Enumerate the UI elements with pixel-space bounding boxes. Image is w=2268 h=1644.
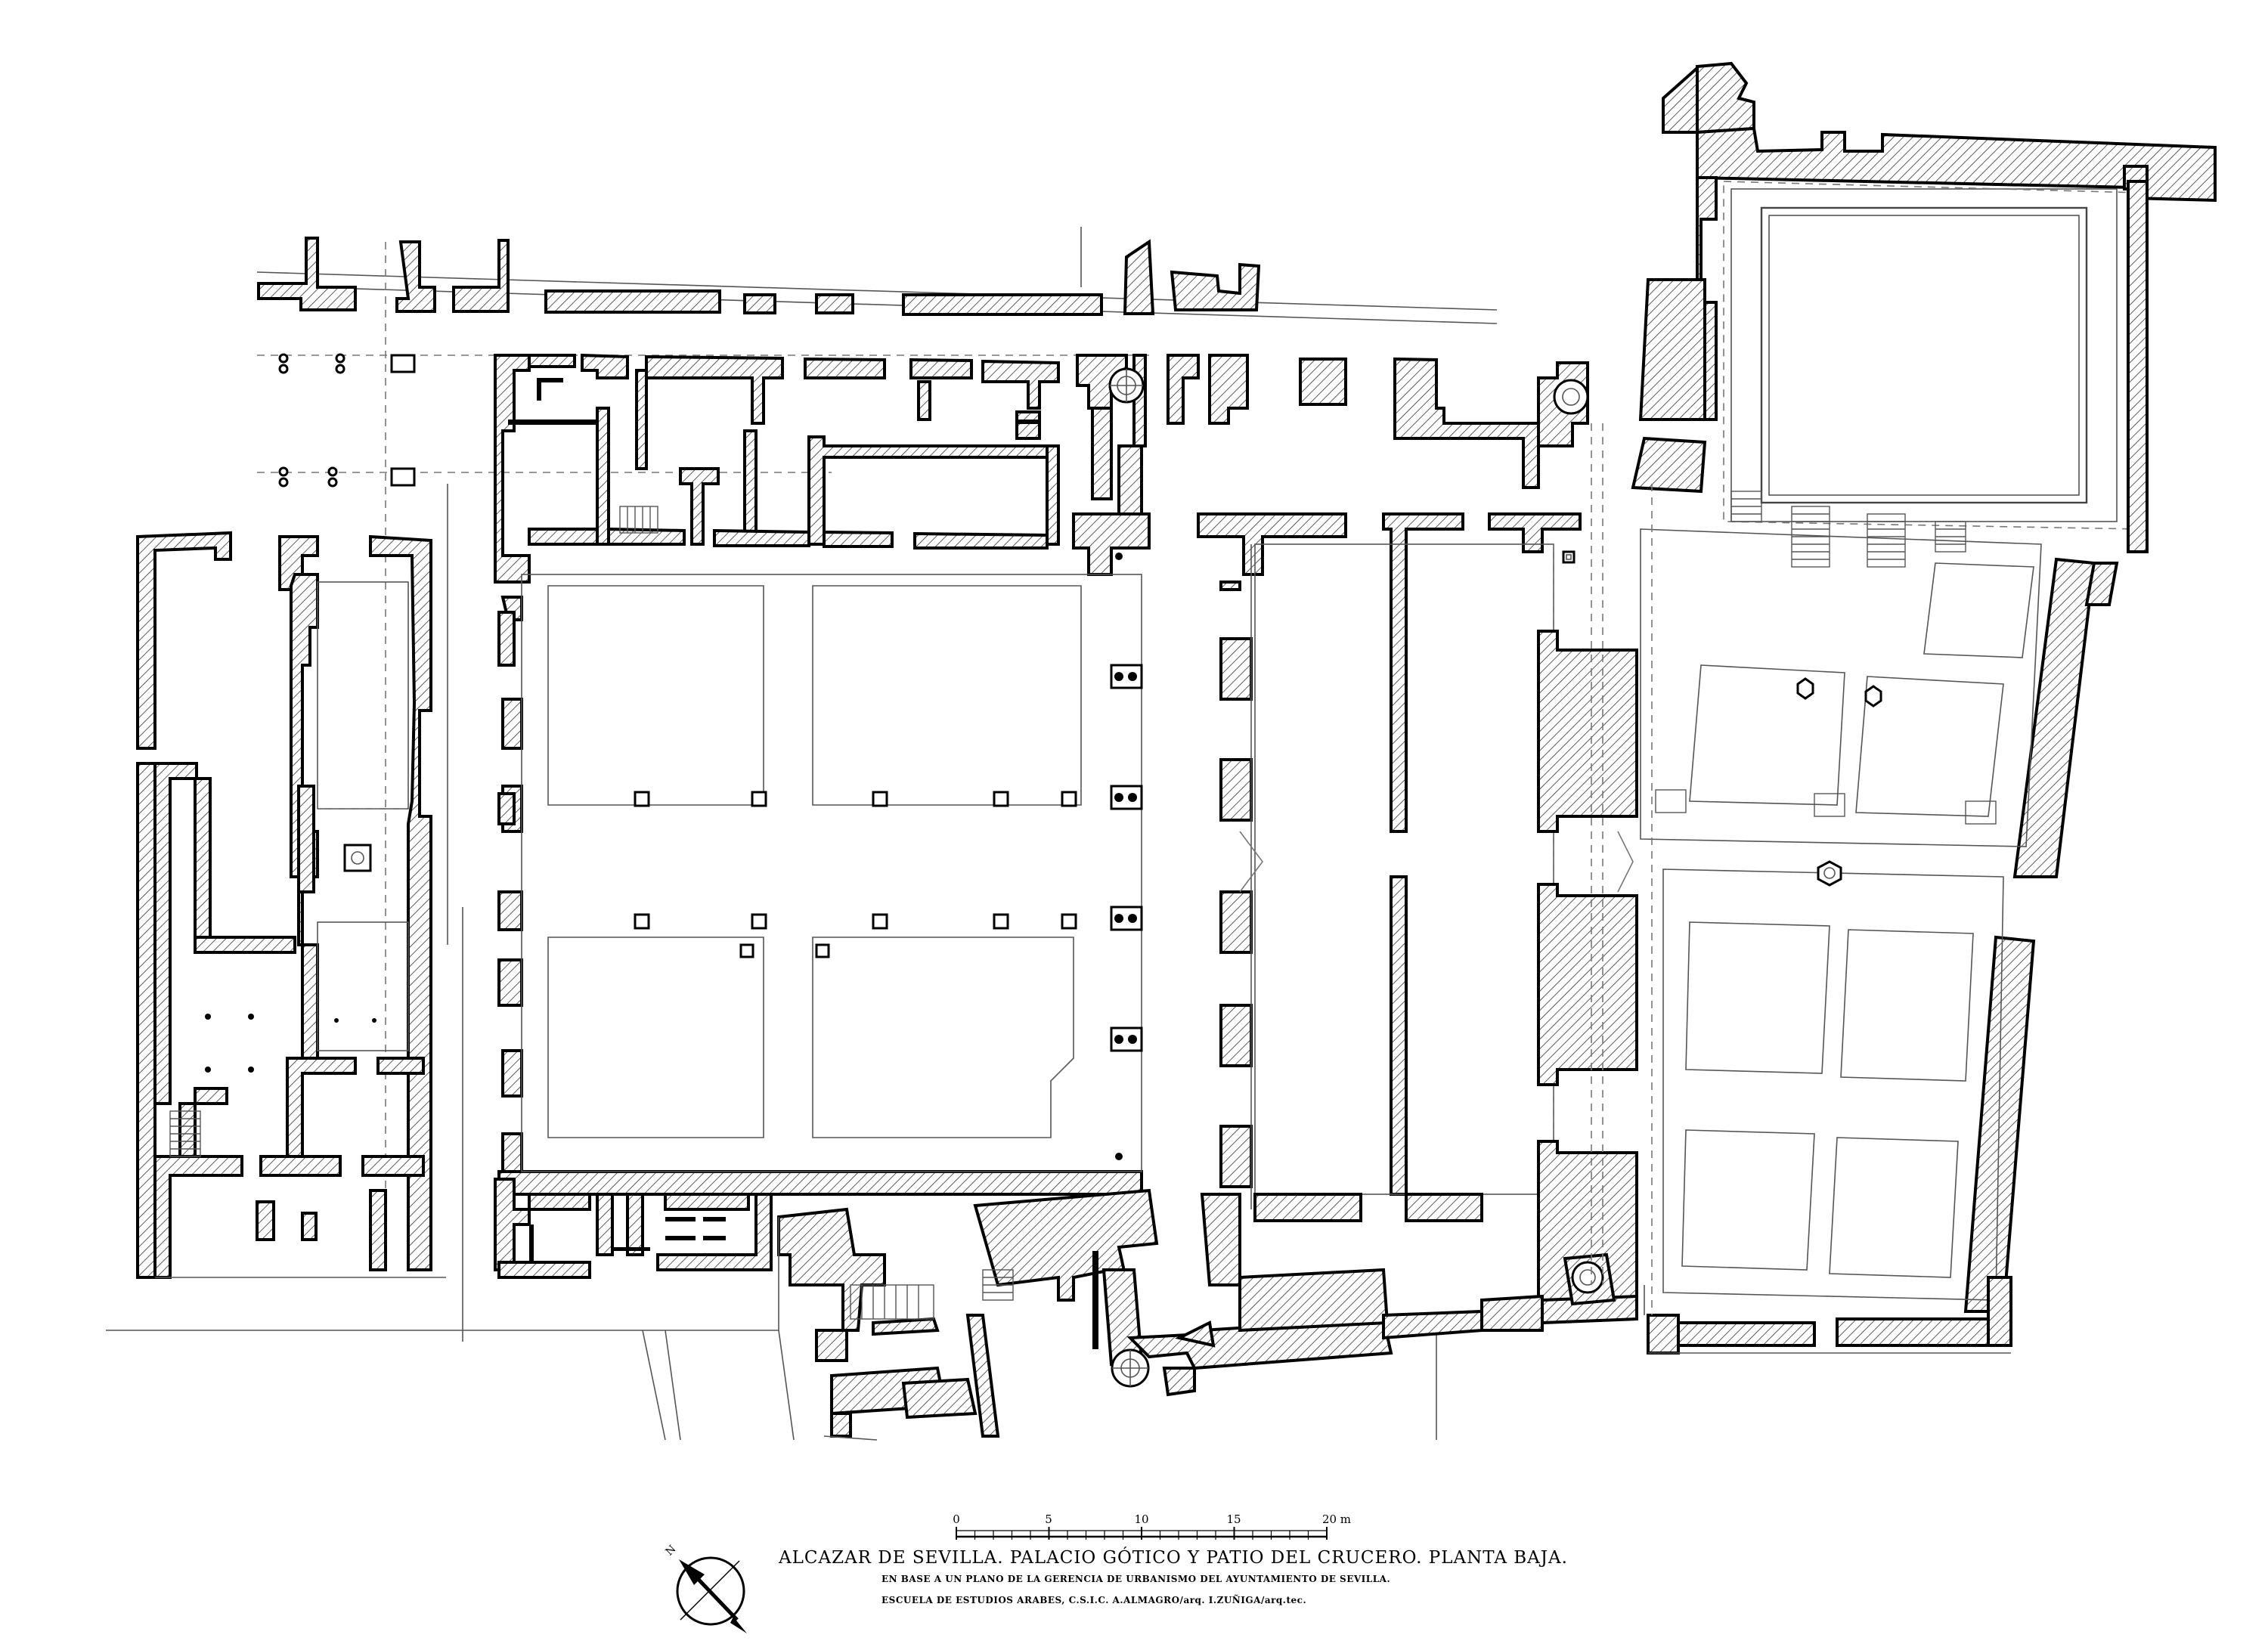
- upper-left-blocks: [257, 237, 1261, 488]
- west-wing: [136, 531, 446, 1279]
- west-stair: [169, 1110, 201, 1157]
- south-range: [494, 1178, 1638, 1441]
- plan-title: ALCAZAR DE SEVILLA. PALACIO GÓTICO Y PAT…: [779, 1548, 1568, 1568]
- scale-label-0: 0: [953, 1512, 960, 1526]
- north-label: N: [664, 1543, 679, 1559]
- patio-del-crucero: [1591, 61, 2217, 1355]
- hall-column-pairs: [1110, 553, 1143, 1160]
- plan-subtitle: EN BASE A UN PLANO DE LA GERENCIA DE URB…: [881, 1574, 1391, 1584]
- north-range: [494, 353, 1151, 584]
- scale-label-15: 15: [1226, 1512, 1241, 1526]
- scale-label-20: 20 m: [1322, 1512, 1351, 1526]
- title-block: ALCAZAR DE SEVILLA. PALACIO GÓTICO Y PAT…: [779, 1548, 1568, 1605]
- scale-bar: 0 5 10 15 20 m: [953, 1512, 1351, 1540]
- scale-label-5: 5: [1045, 1512, 1052, 1526]
- south-stairs: [850, 1269, 1014, 1320]
- plan-credits: ESCUELA DE ESTUDIOS ARABES, C.S.I.C. A.A…: [881, 1595, 1307, 1605]
- central-halls: [1167, 354, 1638, 1320]
- north-arrow-icon: N: [664, 1543, 747, 1633]
- scale-label-10: 10: [1134, 1512, 1148, 1526]
- north-stair: [619, 506, 658, 534]
- small-column-pairs: [278, 353, 345, 488]
- gothic-hall: [497, 553, 1143, 1196]
- patio-stairs: [1655, 491, 1997, 825]
